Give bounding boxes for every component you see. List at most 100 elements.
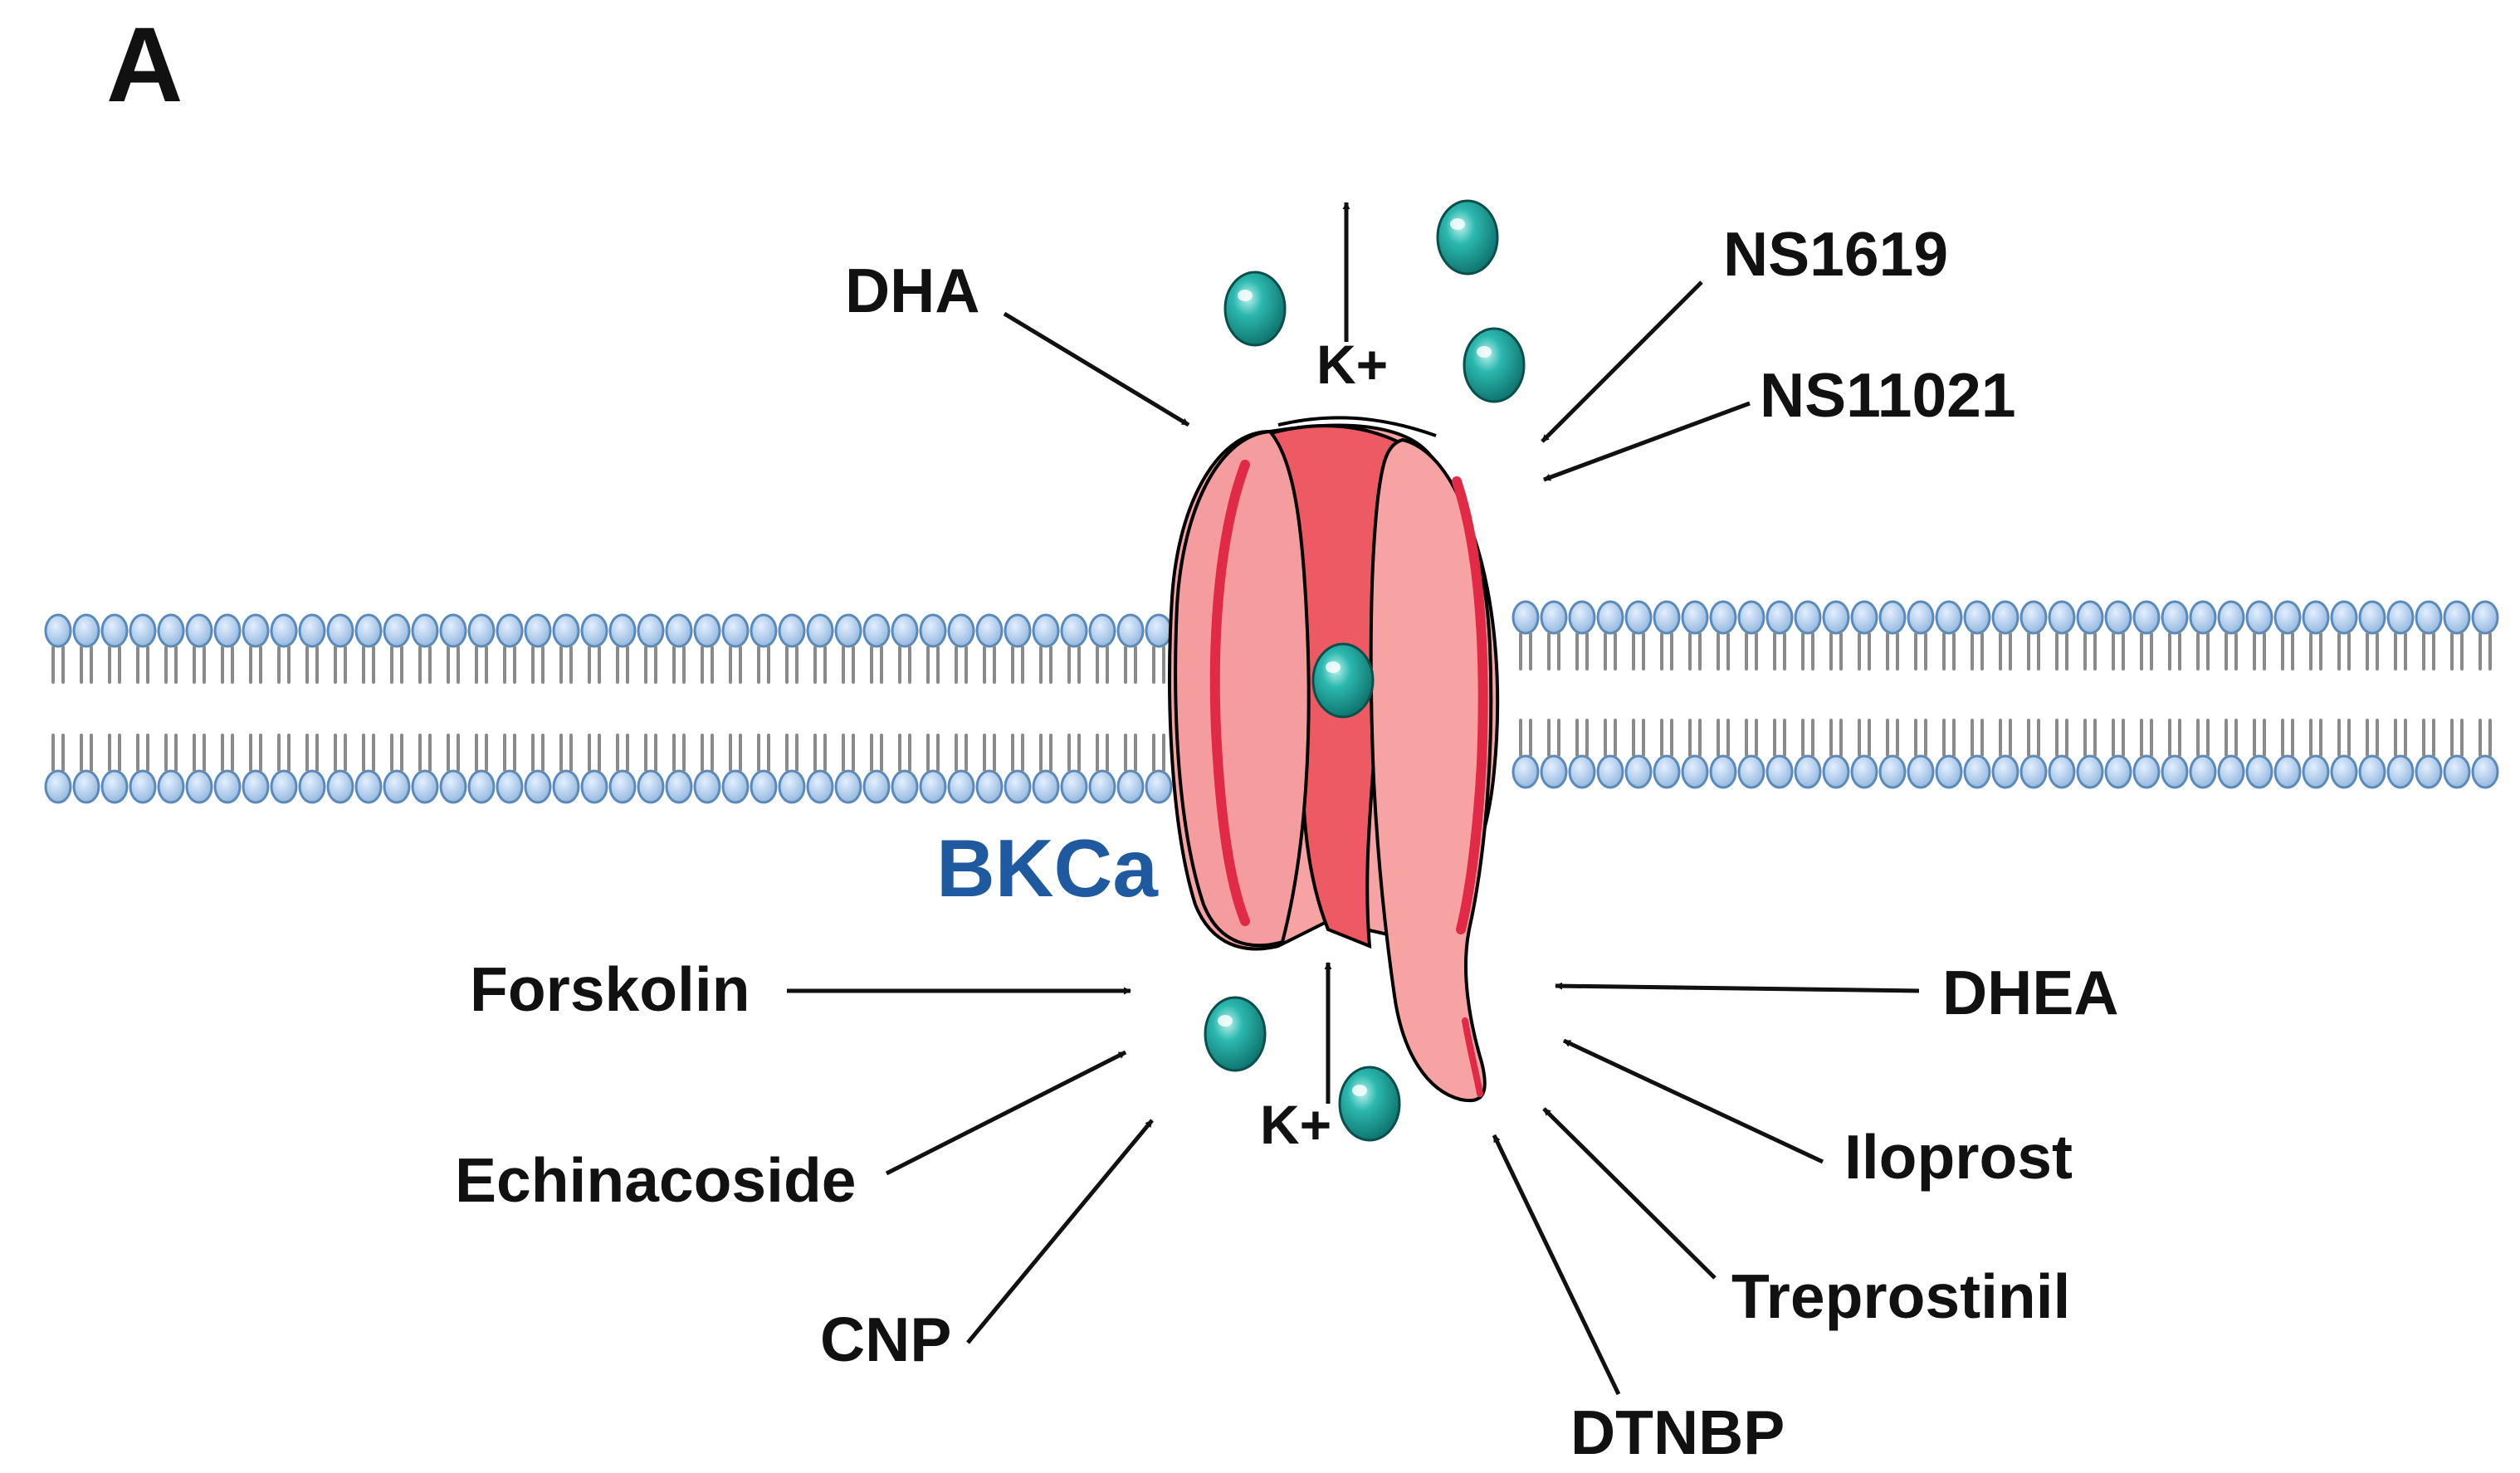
lipid-tail [277,646,291,684]
lipid-head [298,769,326,804]
lipid-tail [926,734,940,772]
lipid-tail [2366,719,2379,757]
lipid-tail [1575,632,1589,671]
lipid-tail [531,646,545,684]
lipid-tail [1745,719,1758,757]
lipid-head [2132,600,2161,635]
lipid-tail [1660,719,1673,757]
lipid-head [1653,600,1681,635]
lipid-tail [1519,719,1532,757]
label-forskolin: Forskolin [470,954,750,1024]
lipid-tail [51,734,65,772]
lipid-head [891,613,919,648]
lipid-tail [1688,719,1702,757]
lipid-tail [813,646,827,684]
lipid-head [354,613,383,648]
lipid-tail [1999,719,2012,757]
lipid-head [2132,754,2161,789]
lipid-tail [1632,719,1645,757]
lipid-head [1991,754,2019,789]
label-ns1619: NS1619 [1723,219,1948,289]
lipid-head [2358,600,2386,635]
lipid-tail [983,646,996,684]
lipid-head [919,769,947,804]
label-dha: DHA [845,256,980,325]
lipid-head [2302,754,2330,789]
lipid-tail [2168,719,2181,757]
lipid-head [637,769,665,804]
lipid-head [185,613,213,648]
lipid-head [1060,769,1088,804]
lipid-head [2245,600,2273,635]
lipid-head [270,613,298,648]
lipid-tail [2450,719,2464,757]
k-ion-highlight [1218,1015,1233,1027]
lipid-head [1116,613,1145,648]
lipid-tail [164,734,178,772]
lipid-tail [757,646,770,684]
lipid-tail [2083,719,2097,757]
lipid-head [1088,613,1116,648]
lipid-head [129,769,157,804]
lipid-tail [588,734,601,772]
lipid-head [2245,754,2273,789]
lipid-head [1765,600,1794,635]
lipid-head [1737,754,1765,789]
lipid-tail [1067,734,1081,772]
lipid-tail [418,646,432,684]
lipid-tail [842,646,855,684]
lipid-head [72,769,100,804]
label-dhea: DHEA [1942,958,2119,1027]
lipid-tail [2140,632,2153,671]
lipid-head [100,769,129,804]
lipid-tail [1858,632,1871,671]
lipid-tail [2168,632,2181,671]
lipid-head [580,613,608,648]
lipid-tail [757,734,770,772]
lipid-head [1088,769,1116,804]
lipid-tail [193,734,206,772]
lipid-tail [2478,632,2492,671]
lipid-head [2471,600,2499,635]
lipid-head [1653,754,1681,789]
label-ns11021: NS11021 [1760,360,2016,430]
lipid-head [2386,754,2415,789]
lipid-head [1116,769,1145,804]
lipid-tail [447,734,460,772]
lipid-head [2104,600,2132,635]
lipid-head [2019,754,2048,789]
lipid-head [2386,600,2415,635]
lipid-tail [136,734,149,772]
lipid-tail [588,646,601,684]
arrow-echinacoside [885,1050,1127,1176]
arrow-dha [1003,311,1190,427]
lipid-tail [418,734,432,772]
lipid-head [2273,754,2302,789]
lipid-tail [785,646,798,684]
lipid-tail [305,646,319,684]
lipid-head [467,769,496,804]
lipid-head [2302,600,2330,635]
lipid-tail [1971,719,1984,757]
label-treprostinil: Treprostinil [1731,1261,2070,1331]
lipid-tail [1632,632,1645,671]
lipid-head [2161,600,2189,635]
k-ion [1311,642,1375,719]
lipid-tail [1604,632,1617,671]
arrow-cnp [966,1119,1154,1344]
lipid-head [1145,613,1173,648]
lipid-head [665,613,693,648]
lipid-head [2217,754,2245,789]
lipid-head [270,769,298,804]
k-ion [1436,199,1499,276]
lipid-head [1737,600,1765,635]
lipid-tail [1717,632,1730,671]
lipid-head [1935,754,1963,789]
lipid-tail [701,646,714,684]
lipid-head [1568,600,1596,635]
lipid-tail [1152,646,1165,684]
lipid-head [72,613,100,648]
lipid-tail [1971,632,1984,671]
lipid-head [2161,754,2189,789]
lipid-tail [701,734,714,772]
